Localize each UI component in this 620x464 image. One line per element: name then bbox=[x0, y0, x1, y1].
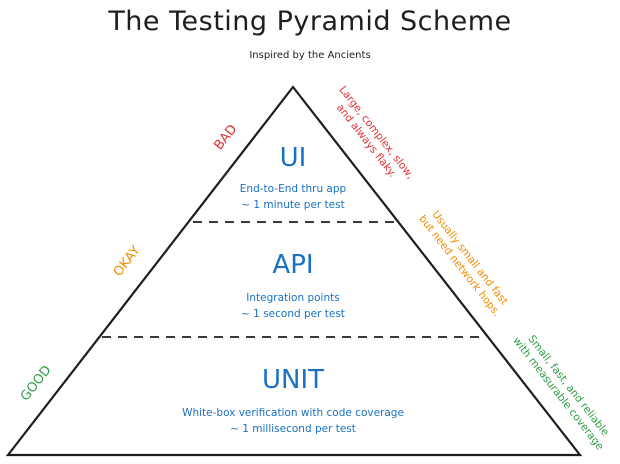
layer-title-ui: UI bbox=[279, 143, 307, 173]
layer-description-ui: End-to-End thru app bbox=[239, 183, 347, 195]
layer-description-api: Integration points bbox=[246, 292, 340, 304]
layer-timing-api: ~ 1 second per test bbox=[241, 308, 345, 320]
layer-title-unit: UNIT bbox=[261, 365, 325, 395]
layer-title-api: API bbox=[272, 250, 314, 280]
layer-desc-ui: End-to-End thru app ~ 1 minute per test bbox=[193, 181, 393, 213]
layer-desc-unit: White-box verification with code coverag… bbox=[143, 405, 443, 437]
layer-timing-unit: ~ 1 millisecond per test bbox=[230, 423, 356, 435]
layer-desc-api: Integration points ~ 1 second per test bbox=[193, 290, 393, 322]
pyramid-outline bbox=[5, 85, 583, 457]
layer-description-unit: White-box verification with code coverag… bbox=[182, 407, 404, 419]
layer-timing-ui: ~ 1 minute per test bbox=[241, 199, 345, 211]
diagram-title: The Testing Pyramid Scheme bbox=[108, 6, 512, 37]
diagram-subtitle: Inspired by the Ancients bbox=[249, 50, 371, 61]
